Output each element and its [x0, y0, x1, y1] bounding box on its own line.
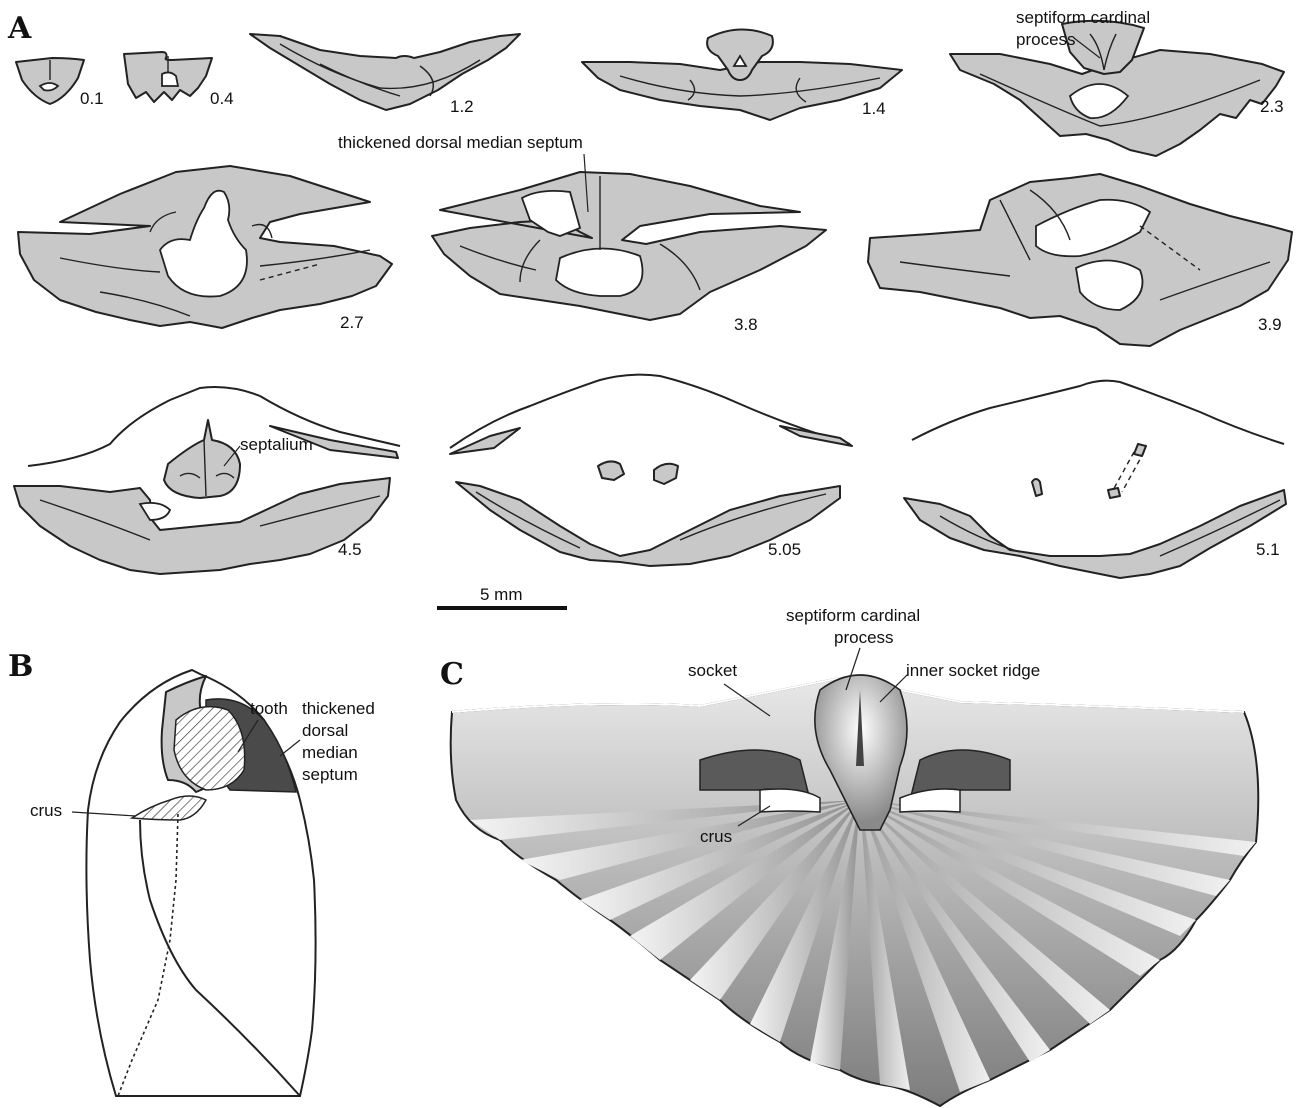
- panel-label-a: A: [7, 11, 32, 46]
- section-number: 1.2: [450, 97, 474, 116]
- section-number: 1.4: [862, 99, 886, 118]
- panel-b-drawing: [86, 670, 315, 1096]
- section-number: 0.1: [80, 89, 104, 108]
- section-0-1: [16, 58, 84, 104]
- crus-label: crus: [700, 827, 732, 846]
- crus-label: crus: [30, 801, 62, 820]
- septiform-cardinal-process-label: septiform cardinal: [1016, 8, 1150, 27]
- section-number: 4.5: [338, 540, 362, 559]
- panel-label-b: B: [8, 649, 33, 684]
- section-number: 2.7: [340, 313, 364, 332]
- section-number: 5.05: [768, 540, 801, 559]
- leader-line: [280, 740, 300, 756]
- tooth-label: tooth: [250, 699, 288, 718]
- inner-socket-ridge-label: inner socket ridge: [906, 661, 1040, 680]
- section-1-2: [250, 34, 520, 110]
- section-3-9: [868, 174, 1292, 346]
- septiform-cardinal-process-label: septiform cardinal: [786, 606, 920, 625]
- section-number: 2.3: [1260, 97, 1284, 116]
- thickened-dorsal-median-septum-label: thickened dorsal median septum: [338, 133, 583, 152]
- septiform-cardinal-process-label: process: [1016, 30, 1076, 49]
- section-0-4: [124, 52, 212, 102]
- panel-c-drawing: [451, 675, 1259, 1106]
- section-2-3: [950, 21, 1284, 156]
- section-5-1: [904, 381, 1286, 578]
- section-number: 5.1: [1256, 540, 1280, 559]
- section-1-4: [582, 29, 902, 120]
- thickened-dorsal-median-septum-label: dorsal: [302, 721, 348, 740]
- thickened-dorsal-median-septum-label: thickened: [302, 699, 375, 718]
- septalium-label: septalium: [240, 435, 313, 454]
- section-2-7: [18, 166, 392, 328]
- leader-line: [72, 812, 136, 816]
- section-3-8: [432, 172, 826, 320]
- section-5-05: [450, 375, 852, 566]
- panel-label-c: C: [440, 657, 464, 692]
- section-number: 3.9: [1258, 315, 1282, 334]
- socket-label: socket: [688, 661, 737, 680]
- scale-bar-label: 5 mm: [480, 585, 523, 604]
- thickened-dorsal-median-septum-label: septum: [302, 765, 358, 784]
- septiform-cardinal-process-label: process: [834, 628, 894, 647]
- section-number: 0.4: [210, 89, 234, 108]
- thickened-dorsal-median-septum-label: median: [302, 743, 358, 762]
- section-number: 3.8: [734, 315, 758, 334]
